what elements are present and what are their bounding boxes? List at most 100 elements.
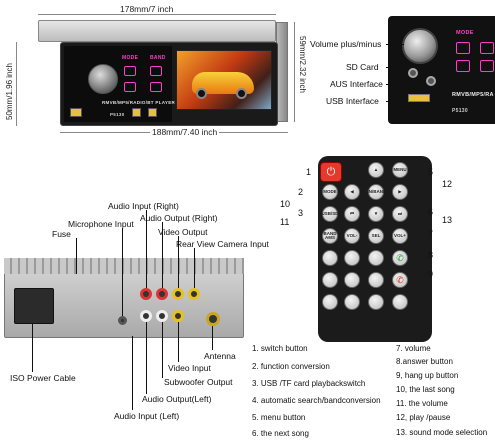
remote-key — [368, 272, 384, 288]
callout-line-aus — [386, 84, 426, 85]
remote-callout-6: 6 — [428, 207, 434, 217]
power-icon: ⏻ — [320, 162, 342, 182]
label-iso-power-cable: ISO Power Cable — [10, 373, 76, 383]
unit-touch-key-icon — [150, 66, 162, 76]
legend-item: 12, play /pause — [396, 413, 451, 422]
rca-jack-icon — [188, 288, 200, 300]
dim-left-height: 50mm/1.96 inch — [5, 63, 14, 120]
remote-key — [344, 250, 360, 266]
iso-connector-icon — [14, 288, 54, 324]
label-antenna: Antenna — [204, 351, 236, 361]
legend-item: 1. switch button — [252, 344, 308, 353]
remote-callout-12: 12 — [442, 179, 453, 189]
antenna-jack-icon — [206, 312, 220, 326]
callout-line-audio-out-right — [162, 222, 163, 288]
rca-jack-icon — [172, 288, 184, 300]
label-video-input: Video Input — [168, 363, 211, 373]
legend-item: 10, the last song — [396, 385, 455, 394]
label-rear-camera-input: Rear View Camera Input — [176, 239, 269, 249]
label-audio-output-left: Audio Output(Left) — [142, 394, 212, 404]
dim-line-left — [16, 42, 17, 126]
remote-key — [368, 294, 384, 310]
sd-slot-icon — [408, 68, 418, 78]
remote-en-button: EN/BAND — [366, 184, 386, 200]
remote-callout-5: 5 — [428, 167, 434, 177]
remote-vol-minus-button: VOL- — [344, 228, 360, 244]
dim-bottom-width: 188mm/7.40 inch — [150, 127, 220, 137]
remote-mode-button: MODE — [322, 184, 338, 200]
dim-top-width: 178mm/7 inch — [120, 4, 174, 14]
callout-line-antenna — [212, 326, 213, 350]
callout-line-volume — [386, 44, 404, 45]
rca-jack-icon — [156, 288, 168, 300]
remote-callout-8: 8 — [428, 250, 434, 260]
rca-jack-icon — [172, 310, 184, 322]
legend-item: 7. volume — [396, 344, 431, 353]
label-volume: Volume plus/minus — [310, 39, 382, 49]
remote-key — [344, 272, 360, 288]
remote-callout-9: 9 — [428, 269, 434, 279]
unit-chassis-top — [38, 20, 276, 42]
callout-line-usb — [386, 101, 408, 102]
unit-sd-icon — [132, 108, 141, 117]
remote-prev-button: ⏮ — [344, 206, 360, 222]
callout-line-audio-out-left — [146, 322, 147, 394]
callout-line-mic — [122, 228, 123, 316]
legend-item: 6. the next song — [252, 429, 309, 438]
remote-callout-10: 10 — [280, 199, 291, 209]
remote-key — [322, 294, 338, 310]
remote-menu-button: MENU — [392, 162, 408, 178]
car-wheel-icon — [196, 88, 207, 99]
remote-vol-plus-button: VOL+ — [392, 228, 408, 244]
legend-item: 2. function conversion — [252, 362, 330, 371]
legend-item: 5. menu button — [252, 413, 306, 422]
closeup-touch-key-icon — [456, 42, 470, 54]
remote-answer-icon: ✆ — [392, 250, 408, 266]
closeup-model-label: P5130 — [452, 108, 468, 114]
remote-next-button: ⏭ — [392, 206, 408, 222]
dim-line-right — [294, 22, 295, 122]
rca-jack-icon — [140, 288, 152, 300]
unit-mode-label: MODE — [122, 55, 139, 61]
remote-left-button: ◀ — [344, 184, 360, 200]
label-audio-input-right: Audio Input (Right) — [108, 201, 179, 211]
unit-band-label: BAND — [150, 55, 166, 61]
callout-line-video-out — [178, 236, 179, 288]
callout-line-audio-in-right — [146, 210, 147, 288]
closeup-touch-key-icon — [456, 60, 470, 72]
remote-up-button: ▲ — [368, 162, 384, 178]
legend-item: 8.answer button — [396, 357, 453, 366]
closeup-touch-key-icon — [480, 60, 494, 72]
unit-aux-icon — [148, 108, 157, 117]
label-fuse: Fuse — [52, 229, 71, 239]
usb-port-icon — [408, 94, 430, 102]
callout-line-audio-in-left — [132, 336, 133, 410]
rear-heatsink — [4, 258, 244, 274]
remote-callout-7: 7 — [428, 229, 434, 239]
unit-model-label: P5130 — [110, 112, 125, 117]
closeup-touch-key-icon — [480, 42, 494, 54]
remote-key — [322, 250, 338, 266]
remote-usb-button: USB/SD — [322, 206, 339, 222]
callout-line-video-in — [178, 322, 179, 362]
remote-callout-3: 3 — [298, 208, 304, 218]
remote-key — [392, 294, 408, 310]
closeup-mode-label: MODE — [456, 30, 474, 36]
remote-callout-1: 1 — [306, 167, 312, 177]
legend-item: 11. the volume — [396, 399, 448, 408]
unit-touch-key-icon — [124, 82, 136, 92]
mic-jack-icon — [118, 316, 127, 325]
remote-key — [344, 294, 360, 310]
closeup-format-label: RMVB/MP5/RA — [452, 92, 494, 98]
unit-touch-key-icon — [150, 82, 162, 92]
callout-line-fuse — [76, 238, 77, 274]
dim-right-height: 59mm/2.32 inch — [298, 36, 307, 93]
label-subwoofer-output: Subwoofer Output — [164, 377, 233, 387]
label-audio-input-left: Audio Input (Left) — [114, 411, 180, 421]
dim-line-top — [38, 14, 276, 15]
legend-item: 4. automatic search/bandconversion — [252, 396, 381, 405]
label-usb-interface: USB Interface — [326, 96, 379, 106]
label-microphone-input: Microphone Input — [68, 219, 134, 229]
label-sd-card: SD Card — [346, 62, 379, 72]
label-audio-output-right: Audio Output (Right) — [140, 213, 218, 223]
